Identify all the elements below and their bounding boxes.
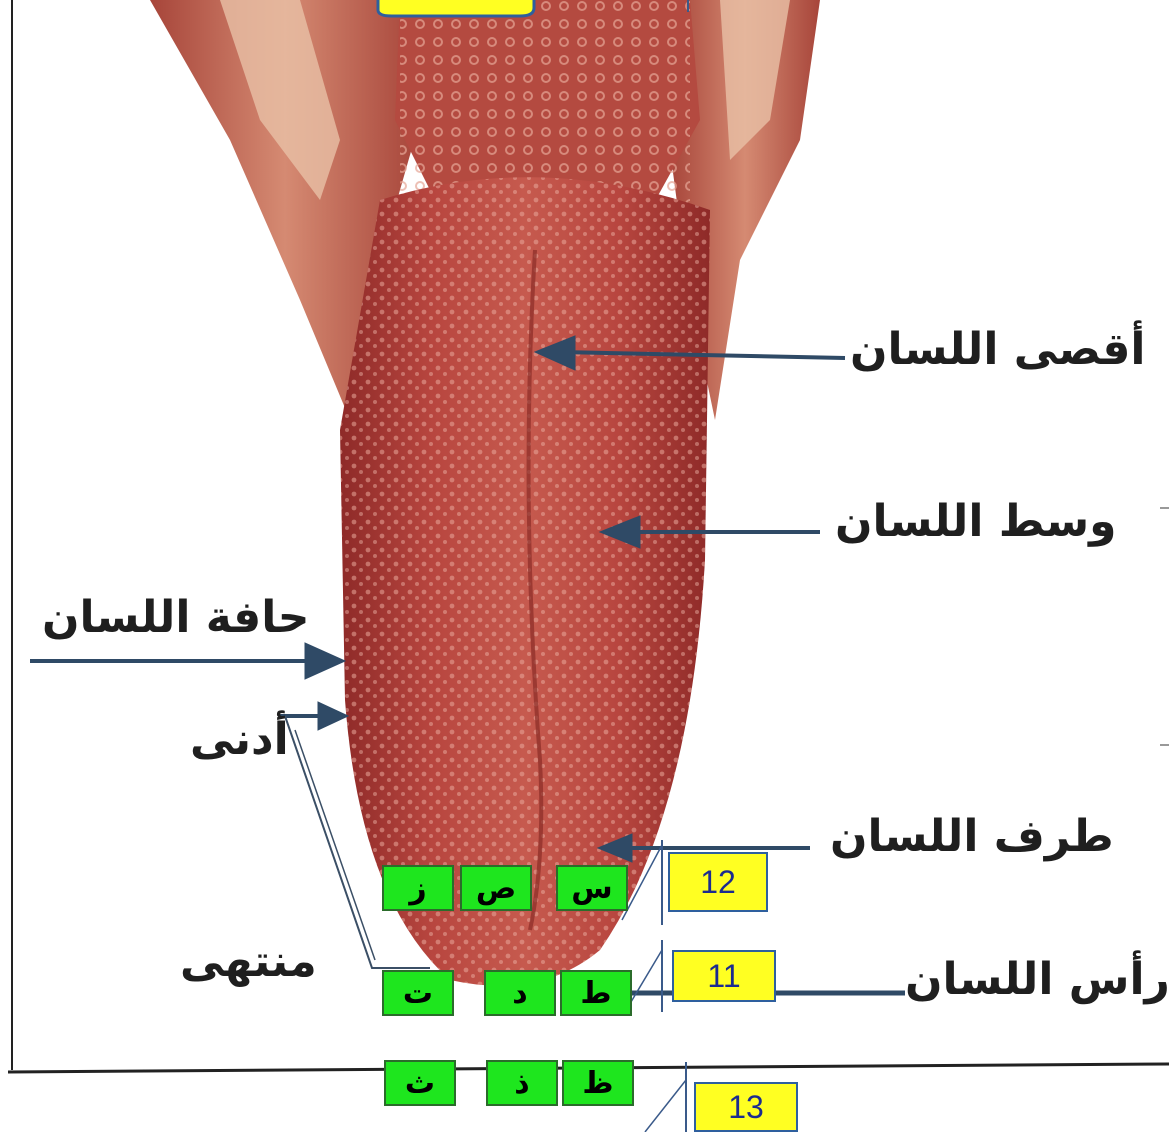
letter-cell: ث — [384, 1060, 456, 1106]
letter-cell: ز — [382, 865, 454, 911]
number-badge: 13 — [694, 1082, 798, 1132]
letter-cell: ظ — [562, 1060, 634, 1106]
letter-cell: ذ — [486, 1060, 558, 1106]
letter-cell: ص — [460, 865, 532, 911]
label-nearest: أدنى — [190, 718, 289, 762]
label-tip-of-tongue: رأس اللسان — [905, 958, 1169, 1002]
number-badge: 11 — [672, 950, 776, 1002]
label-edge-of-tongue: حافة اللسان — [42, 596, 309, 640]
arrow-edge — [30, 643, 345, 679]
label-back-of-tongue: أقصى اللسان — [850, 328, 1146, 372]
letter-cell: ط — [560, 970, 632, 1016]
letter-cell: ت — [382, 970, 454, 1016]
label-middle-of-tongue: وسط اللسان — [835, 500, 1116, 544]
letter-cell: س — [556, 865, 628, 911]
label-side-of-tongue: طرف اللسان — [830, 815, 1114, 859]
letter-cell: د — [484, 970, 556, 1016]
arrow-middle — [600, 516, 820, 548]
number-badge: 12 — [668, 852, 768, 912]
label-end: منتهى — [180, 940, 317, 984]
